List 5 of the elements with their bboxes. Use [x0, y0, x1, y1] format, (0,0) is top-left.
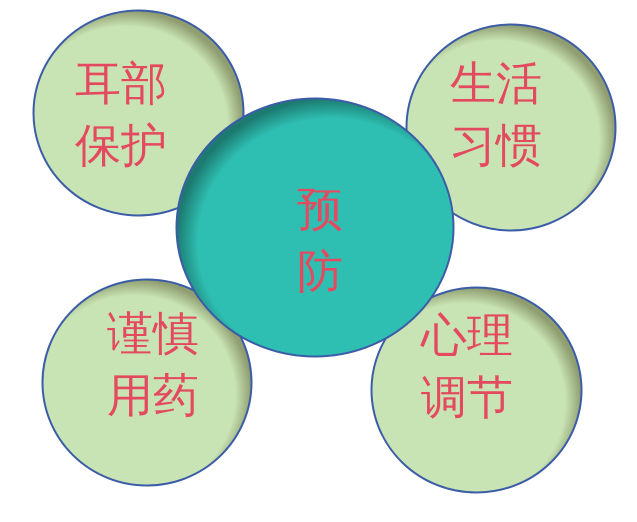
topic-label: 预防: [296, 181, 344, 300]
topic-label: 心理调节: [419, 307, 514, 426]
topic-label: 生活习惯: [448, 55, 543, 174]
topic-label: 耳部保护: [74, 55, 168, 174]
topic-label: 谨慎用药: [106, 305, 200, 424]
